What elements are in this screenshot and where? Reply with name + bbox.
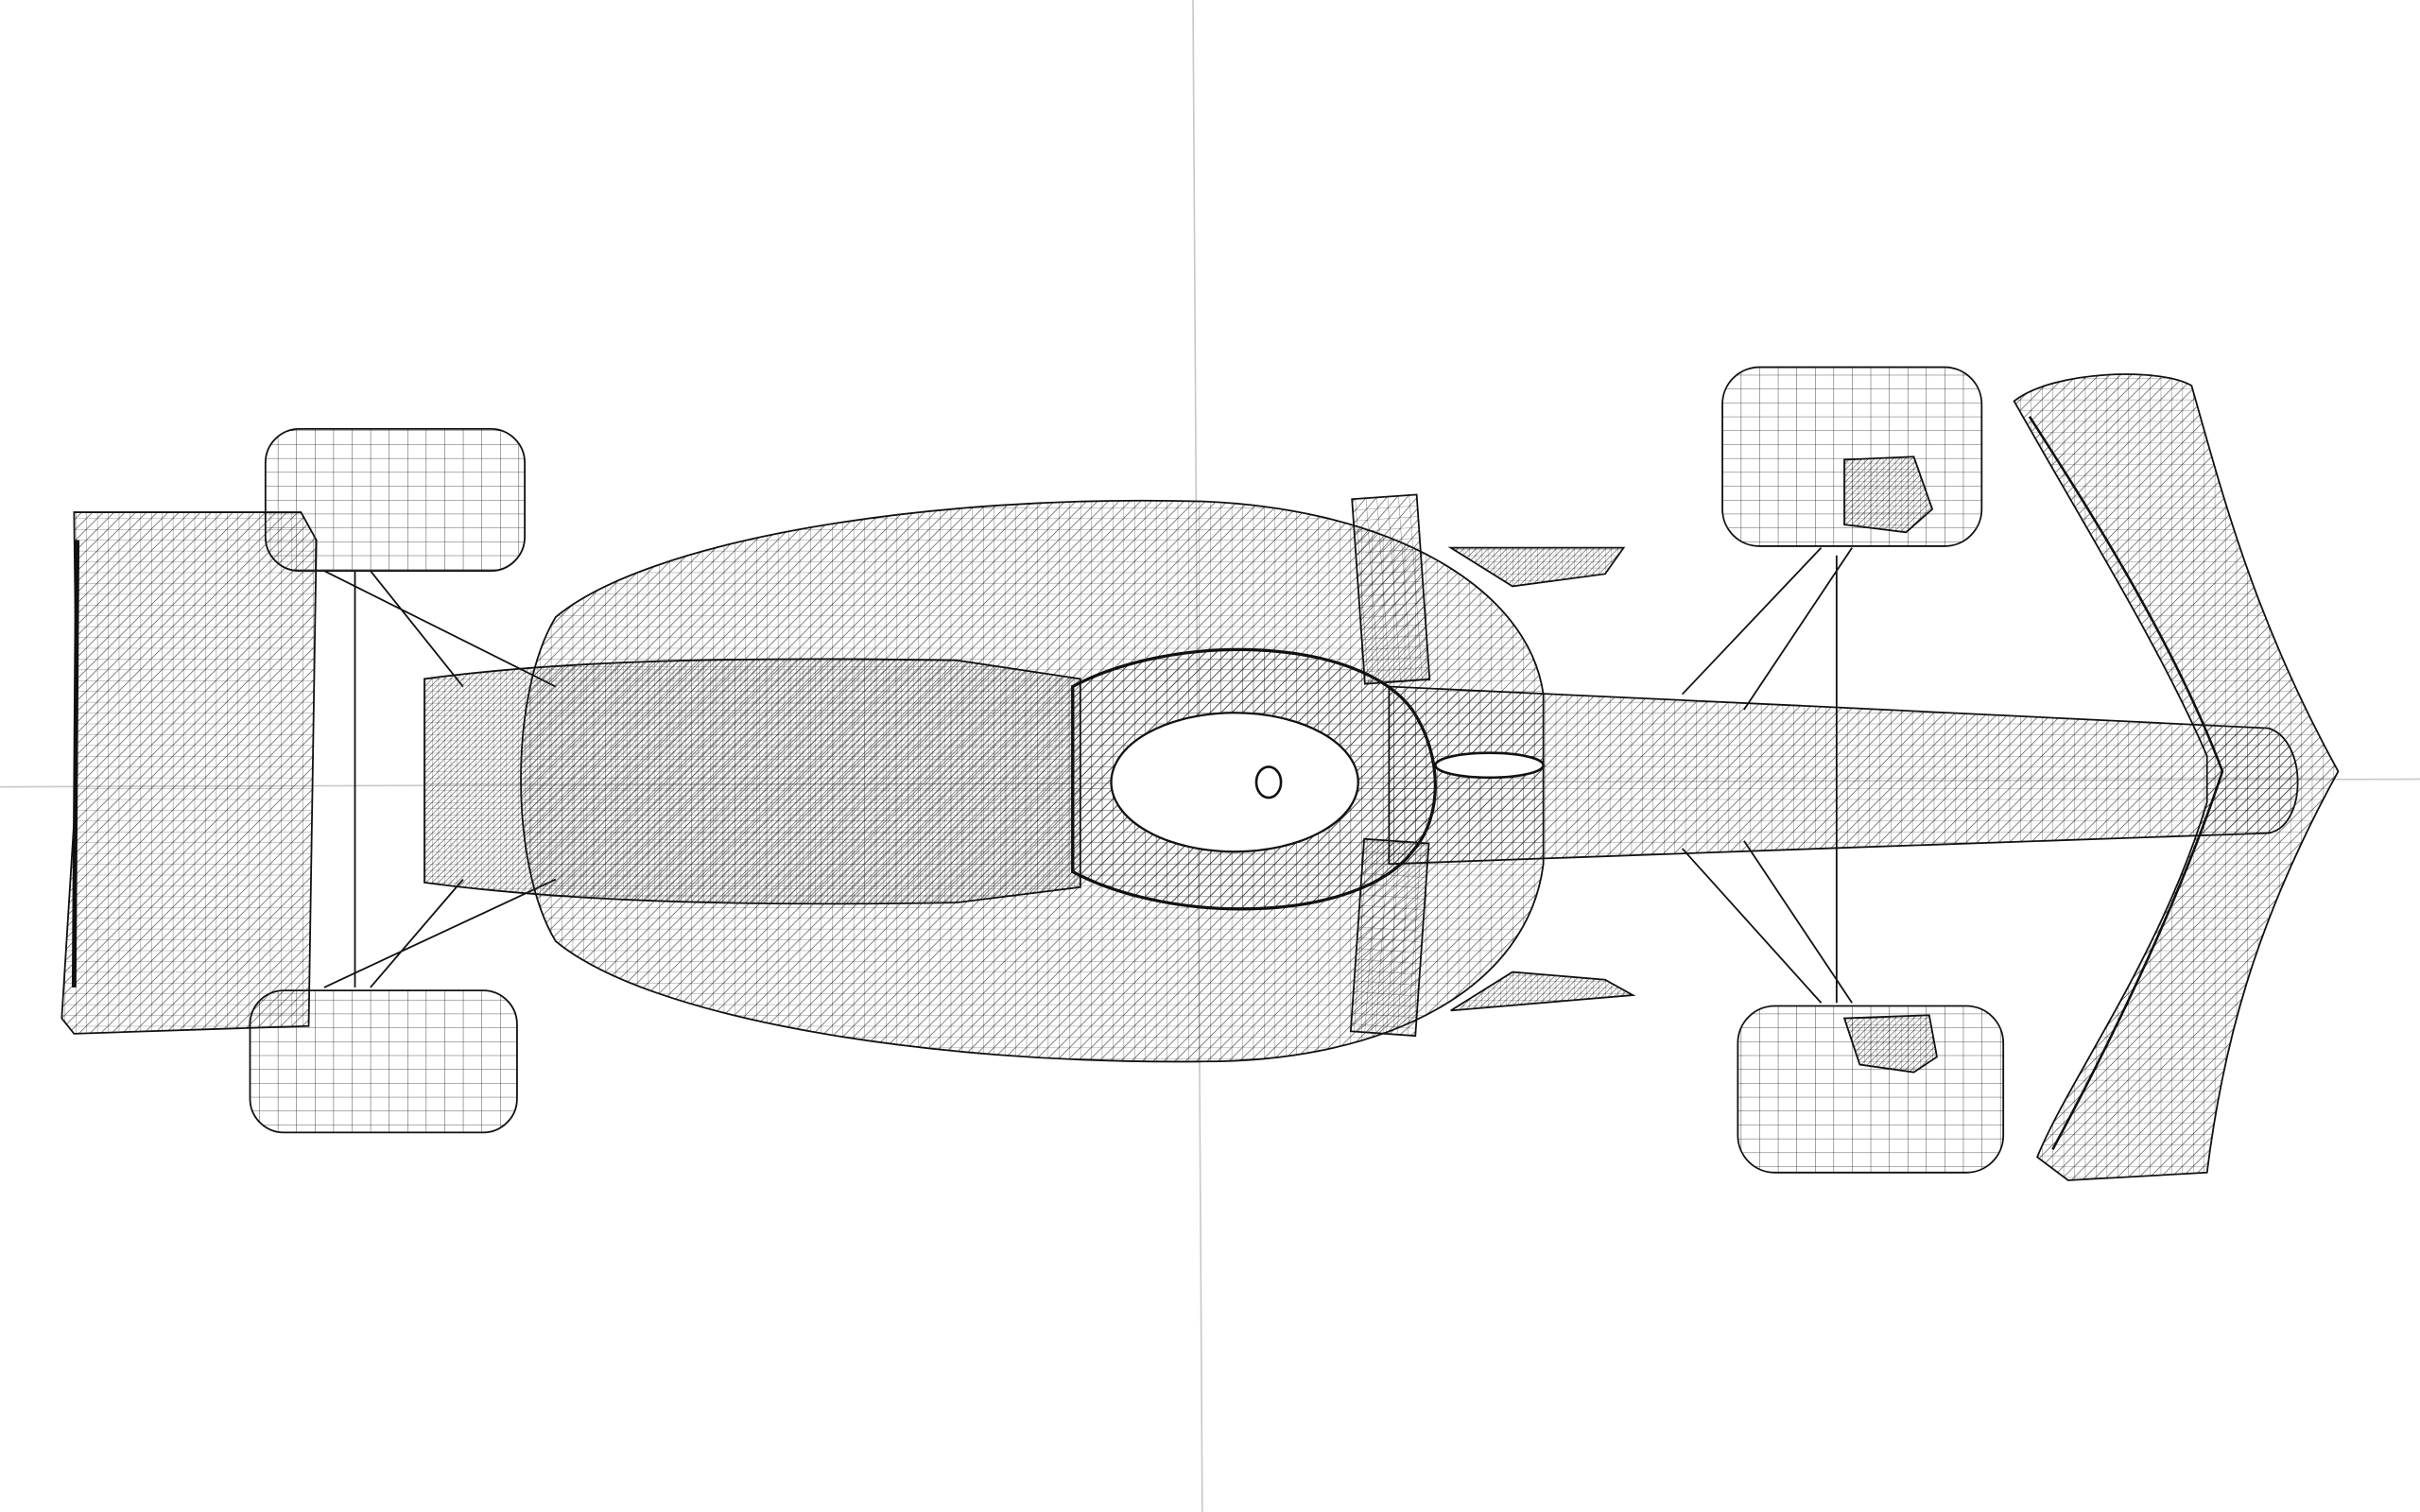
mirror-right: [1349, 837, 1430, 1038]
rear-wing-endplate: [71, 540, 80, 988]
brake-duct-right: [1842, 1014, 1938, 1074]
cockpit: [1110, 712, 1359, 853]
front-suspension: [1681, 546, 1853, 1004]
rear-right-tire: [249, 989, 518, 1134]
steering-wheel: [1254, 765, 1283, 799]
front-wing: [2013, 373, 2340, 1181]
mirror-left: [1351, 493, 1431, 685]
race-car-wireframe: [60, 366, 2340, 1181]
engine-cover: [424, 658, 1081, 905]
brake-duct-left: [1843, 455, 1934, 534]
bargeboard-right: [1450, 971, 1636, 1012]
front-wing-element: [2028, 416, 2224, 1150]
bargeboard-left: [1447, 546, 1626, 588]
air-intake: [1434, 751, 1545, 780]
rear-wing: [60, 511, 318, 1035]
front-right-tire: [1737, 1005, 2005, 1174]
rear-suspension: [323, 570, 557, 988]
rear-left-tire: [264, 427, 526, 572]
